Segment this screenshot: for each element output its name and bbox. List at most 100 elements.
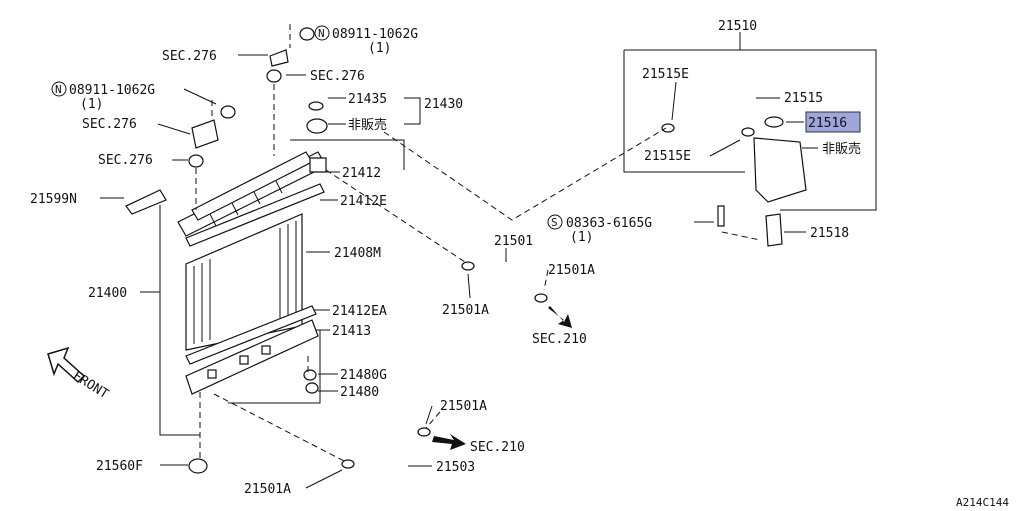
n-symbol-left: N bbox=[55, 83, 62, 96]
lower-mount-bushing bbox=[188, 458, 208, 474]
arrow-sec210-b bbox=[432, 434, 466, 450]
cap-seal bbox=[308, 101, 324, 111]
label-hihanbai-tank: 非販売 bbox=[822, 141, 861, 157]
label-21516[interactable]: 21516 bbox=[808, 116, 847, 131]
label-21412E[interactable]: 21412E bbox=[340, 194, 387, 209]
filler-neck bbox=[309, 157, 327, 173]
mount-bracket-left bbox=[191, 119, 219, 149]
label-21480G[interactable]: 21480G bbox=[340, 368, 387, 383]
label-sec210-b[interactable]: SEC.210 bbox=[470, 440, 525, 455]
reservoir-hose bbox=[675, 93, 756, 130]
label-21515[interactable]: 21515 bbox=[784, 91, 823, 106]
label-21501A-left[interactable]: 21501A bbox=[442, 303, 489, 318]
n-symbol-left-circle bbox=[51, 81, 67, 97]
dash-5 bbox=[325, 169, 469, 265]
radiator-upper-seal bbox=[185, 183, 325, 247]
drain-plug bbox=[305, 382, 319, 394]
mount-bushing-top bbox=[266, 69, 282, 83]
radiator-frame-top bbox=[290, 139, 405, 170]
reservoir-clamp-top bbox=[661, 123, 675, 133]
label-21400[interactable]: 21400 bbox=[88, 286, 127, 301]
upper-bolt-top bbox=[299, 27, 315, 41]
s-symbol-circle bbox=[547, 214, 563, 230]
leader-21501A-bottom bbox=[305, 469, 343, 489]
radiator-lower-seal bbox=[185, 305, 317, 365]
radiator-lower-tank bbox=[185, 319, 319, 395]
reservoir-bracket bbox=[765, 213, 783, 247]
dash-10 bbox=[213, 393, 347, 463]
leader-21501A-left bbox=[467, 273, 471, 299]
s-symbol: S bbox=[551, 216, 558, 229]
label-21501[interactable]: 21501 bbox=[494, 234, 533, 249]
radiator-frame-left bbox=[159, 205, 200, 436]
drain-plug-gasket bbox=[303, 369, 317, 381]
n-symbol-top-circle bbox=[314, 25, 330, 41]
reservoir-tank bbox=[753, 137, 807, 203]
label-08911-top[interactable]: 08911-1062G bbox=[332, 27, 418, 42]
label-front: FRONT bbox=[70, 369, 111, 403]
label-21501A-bottom[interactable]: 21501A bbox=[244, 482, 291, 497]
label-08911-left-qty: (1) bbox=[80, 97, 103, 112]
label-21501A-lower[interactable]: 21501A bbox=[440, 399, 487, 414]
dash-12 bbox=[543, 269, 549, 291]
upper-bolt-left bbox=[220, 105, 236, 119]
reservoir-frame-left bbox=[623, 50, 745, 173]
label-08363-qty: (1) bbox=[570, 230, 593, 245]
label-21599N[interactable]: 21599N bbox=[30, 192, 77, 207]
diagram-code: A214C144 bbox=[956, 496, 1009, 509]
clamp-lower-right bbox=[417, 427, 431, 437]
leader-21501A-lower bbox=[425, 405, 433, 425]
label-21510[interactable]: 21510 bbox=[718, 19, 757, 34]
n-symbol-top: N bbox=[318, 27, 325, 40]
label-21435[interactable]: 21435 bbox=[348, 92, 387, 107]
leader-sec276-c bbox=[157, 123, 191, 135]
label-21515E-bot[interactable]: 21515E bbox=[644, 149, 691, 164]
label-21515E-top[interactable]: 21515E bbox=[642, 67, 689, 82]
dash-11 bbox=[425, 411, 441, 429]
label-08363[interactable]: 08363-6165G bbox=[566, 216, 652, 231]
clamp-lower-left bbox=[341, 459, 355, 469]
arrow-sec210-a bbox=[548, 306, 572, 328]
label-sec210-a[interactable]: SEC.210 bbox=[532, 332, 587, 347]
label-21599N-plate bbox=[125, 189, 167, 215]
label-21408M[interactable]: 21408M bbox=[334, 246, 381, 261]
label-21560F[interactable]: 21560F bbox=[96, 459, 143, 474]
clamp-upper-left bbox=[461, 261, 475, 271]
radiator-upper-tank bbox=[177, 151, 327, 237]
label-21430[interactable]: 21430 bbox=[424, 97, 463, 112]
leader-21515E-top bbox=[671, 81, 677, 121]
leader-21430 bbox=[404, 97, 421, 125]
mount-bushing-left bbox=[188, 154, 204, 168]
reservoir-bolt bbox=[717, 205, 725, 227]
reservoir-clamp-bottom bbox=[741, 127, 755, 137]
dash-7 bbox=[721, 231, 761, 241]
radiator-core bbox=[185, 213, 303, 351]
label-08911-top-qty: (1) bbox=[368, 41, 391, 56]
label-sec276-b[interactable]: SEC.276 bbox=[310, 69, 365, 84]
clamp-upper-right bbox=[534, 293, 548, 303]
label-21480[interactable]: 21480 bbox=[340, 385, 379, 400]
label-21412EA[interactable]: 21412EA bbox=[332, 304, 387, 319]
reservoir-cap bbox=[764, 116, 784, 128]
label-sec276-d[interactable]: SEC.276 bbox=[98, 153, 153, 168]
dash-6 bbox=[383, 127, 667, 221]
lower-hose bbox=[353, 425, 407, 486]
label-21412[interactable]: 21412 bbox=[342, 166, 381, 181]
label-21503[interactable]: 21503 bbox=[436, 460, 475, 475]
label-21518[interactable]: 21518 bbox=[810, 226, 849, 241]
label-21501A-right[interactable]: 21501A bbox=[548, 263, 595, 278]
label-08911-left[interactable]: 08911-1062G bbox=[69, 83, 155, 98]
reservoir-frame bbox=[624, 49, 877, 211]
upper-hose bbox=[474, 260, 545, 296]
part-21516-highlight bbox=[805, 111, 861, 133]
label-sec276-c[interactable]: SEC.276 bbox=[82, 117, 137, 132]
front-arrow-icon bbox=[47, 346, 86, 384]
radiator-frame-bottom bbox=[228, 330, 321, 404]
leader-08911-left bbox=[183, 88, 217, 105]
label-sec276-a[interactable]: SEC.276 bbox=[162, 49, 217, 64]
leader-21515E-bot bbox=[709, 139, 741, 157]
label-21413[interactable]: 21413 bbox=[332, 324, 371, 339]
label-hihanbai-cap: 非販売 bbox=[348, 117, 387, 133]
